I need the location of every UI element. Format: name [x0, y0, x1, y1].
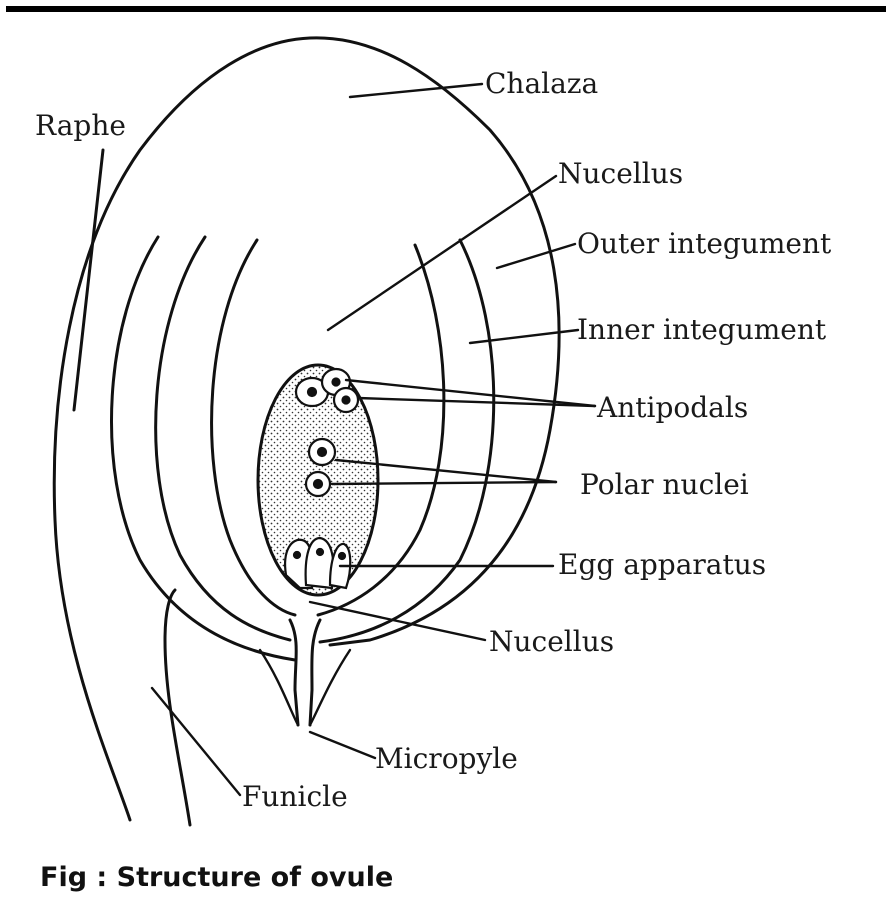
micropyle-tip-left [260, 650, 298, 725]
leader-chalaza [350, 84, 482, 97]
raphe-line [74, 150, 103, 410]
leader-nucellus-top [328, 176, 556, 330]
label-antipodals: Antipodals [597, 394, 748, 422]
label-inner-integument: Inner integument [577, 316, 826, 344]
figure-caption: Fig : Structure of ovule [40, 862, 393, 893]
label-chalaza: Chalaza [485, 70, 598, 98]
label-egg-apparatus: Egg apparatus [558, 551, 766, 579]
label-micropyle: Micropyle [375, 745, 518, 773]
egg-apparatus-cells [285, 538, 350, 588]
leader-nucellus-bottom [310, 602, 485, 640]
label-outer-integument: Outer integument [577, 230, 831, 258]
leader-micropyle [310, 732, 375, 758]
label-raphe: Raphe [35, 112, 126, 140]
label-funicle: Funicle [242, 783, 348, 811]
leader-outer-integument [497, 244, 575, 268]
label-nucellus-top: Nucellus [558, 160, 683, 188]
micropyle-tip-right [310, 650, 350, 725]
label-nucellus-bottom: Nucellus [489, 628, 614, 656]
leader-funicle [152, 688, 240, 795]
label-polar-nuclei: Polar nuclei [580, 471, 749, 499]
leader-inner-integument [470, 330, 578, 343]
